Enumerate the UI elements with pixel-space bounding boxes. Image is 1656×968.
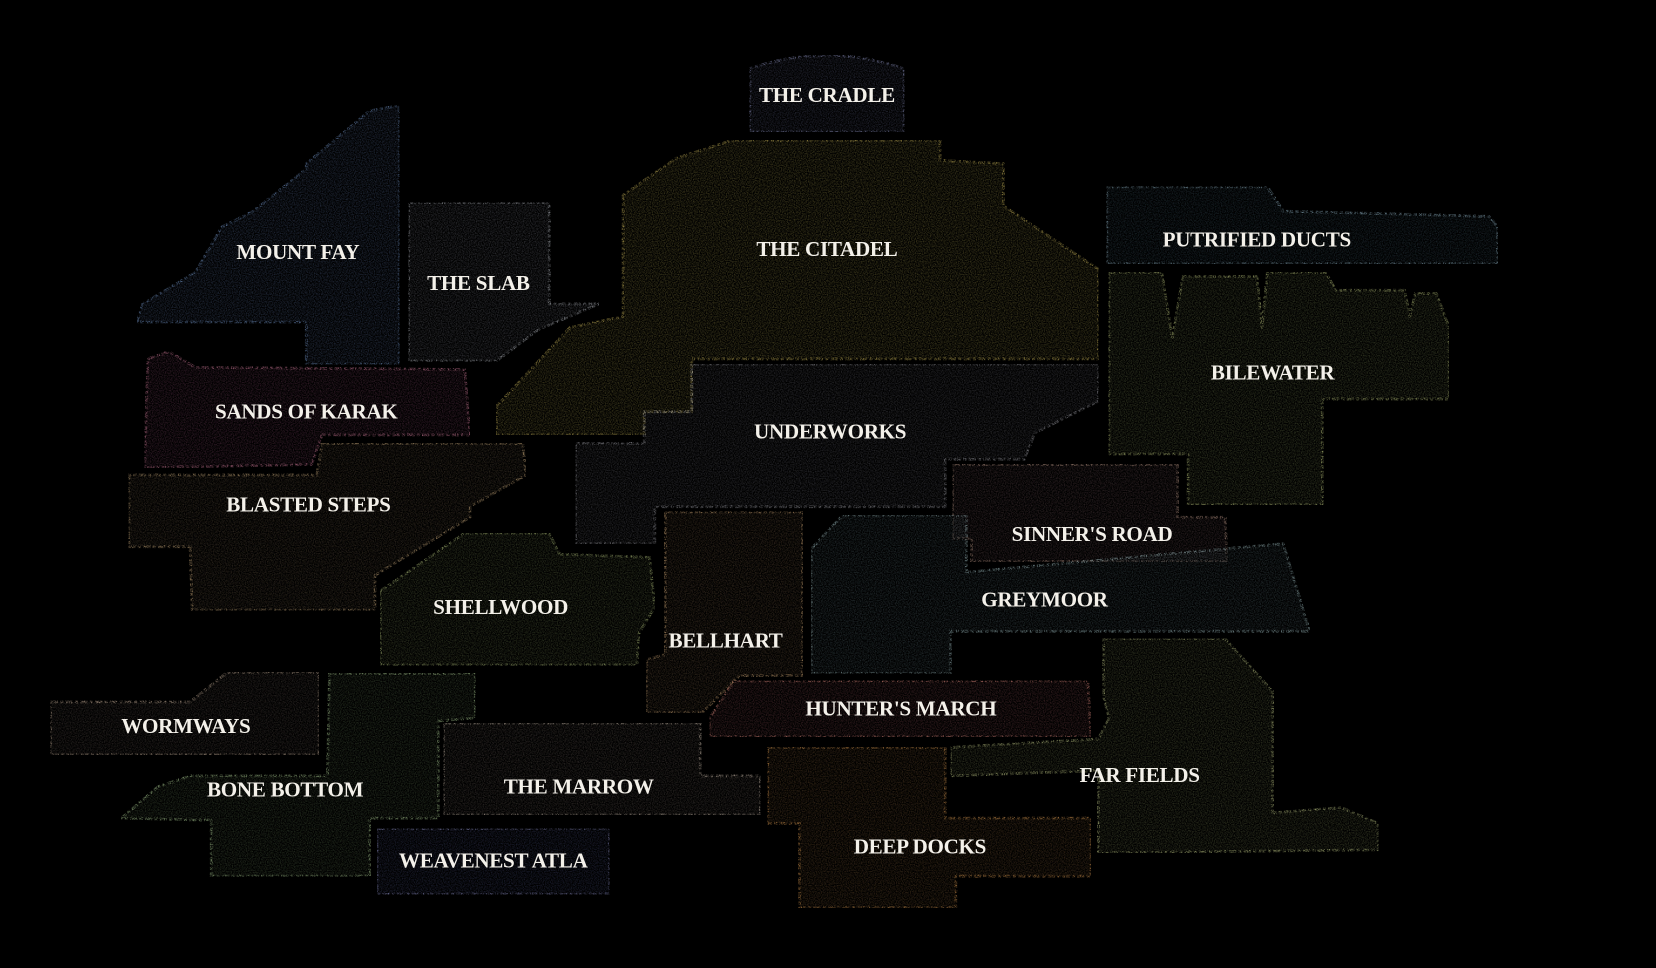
region-shellwood[interactable] bbox=[378, 531, 657, 667]
region-the-marrow[interactable] bbox=[442, 721, 762, 817]
region-bellhart[interactable] bbox=[644, 510, 805, 714]
region-weavenest-atla[interactable] bbox=[375, 827, 611, 896]
region-far-fields[interactable] bbox=[949, 637, 1380, 855]
region-blasted-steps[interactable] bbox=[127, 441, 528, 612]
region-greymoor[interactable] bbox=[809, 513, 1311, 675]
region-mount-fay[interactable] bbox=[135, 104, 401, 366]
region-bilewater[interactable] bbox=[1107, 270, 1451, 506]
region-the-cradle[interactable] bbox=[748, 54, 906, 134]
region-hunters-march[interactable] bbox=[708, 679, 1093, 739]
region-the-slab[interactable] bbox=[407, 201, 601, 363]
region-underworks[interactable] bbox=[574, 362, 1100, 546]
region-putrified-ducts[interactable] bbox=[1105, 185, 1499, 266]
region-sands-of-karak[interactable] bbox=[143, 350, 472, 470]
region-deep-docks[interactable] bbox=[766, 746, 1093, 910]
region-wormways[interactable] bbox=[49, 671, 321, 757]
region-bone-bottom[interactable] bbox=[120, 672, 477, 878]
